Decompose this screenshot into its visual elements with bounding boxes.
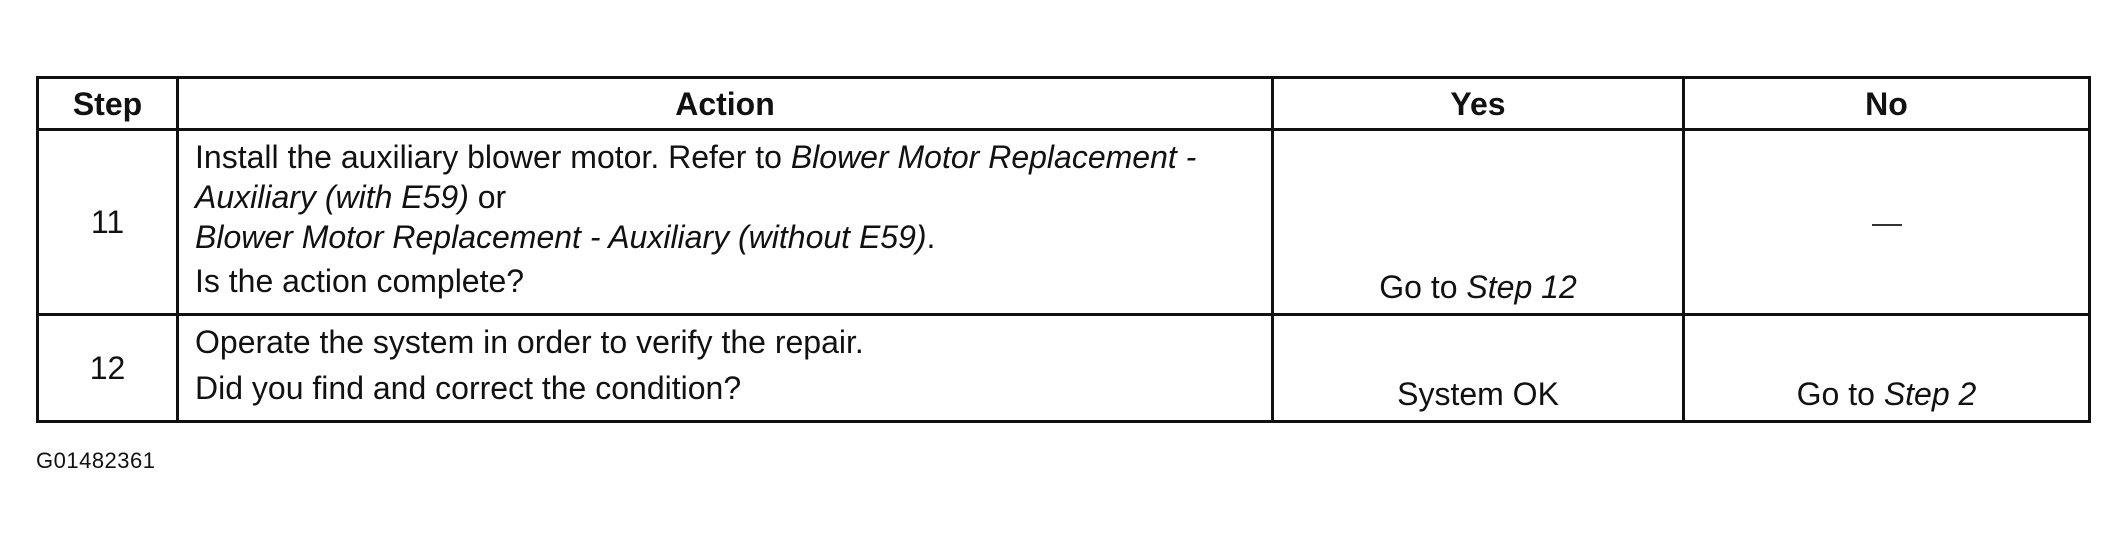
no-cell	[1682, 128, 2091, 316]
action-question: Did you find and correct the condition?	[195, 370, 742, 406]
reference-link-without-e59[interactable]: Blower Motor Replacement - Auxiliary (wi…	[195, 219, 927, 255]
header-no: No	[1682, 76, 2091, 131]
action-text-part: or	[468, 179, 507, 215]
figure-id: G01482361	[36, 448, 156, 473]
step-2-link[interactable]: Step 2	[1883, 376, 1977, 412]
dash-mark	[1871, 223, 1902, 226]
action-text-part: .	[926, 219, 936, 255]
header-action: Action	[176, 76, 1274, 131]
header-row: Step Action Yes No	[36, 76, 2091, 131]
yes-prefix: Go to	[1379, 269, 1467, 305]
step-number: 12	[36, 313, 179, 423]
action-text-part: Install the auxiliary blower motor. Refe…	[195, 139, 791, 175]
action-cell: Operate the system in order to verify th…	[176, 313, 1274, 423]
header-step: Step	[36, 76, 179, 131]
no-cell: Go to Step 2	[1682, 313, 2091, 423]
diagnostic-table: Step Action Yes No 11 Install the auxili…	[36, 76, 2091, 423]
yes-cell: Go to Step 12	[1271, 128, 1685, 316]
step-number: 11	[36, 128, 179, 316]
table-row: 12 Operate the system in order to verify…	[36, 313, 2091, 423]
action-instruction: Install the auxiliary blower motor. Refe…	[195, 137, 1255, 257]
yes-cell: System OK	[1271, 313, 1685, 423]
action-instruction: Operate the system in order to verify th…	[195, 324, 864, 360]
table-row: 11 Install the auxiliary blower motor. R…	[36, 128, 2091, 316]
header-yes: Yes	[1271, 76, 1685, 131]
no-prefix: Go to	[1796, 376, 1884, 412]
action-cell: Install the auxiliary blower motor. Refe…	[176, 128, 1274, 316]
step-12-link[interactable]: Step 12	[1466, 269, 1577, 305]
action-question: Is the action complete?	[195, 263, 525, 299]
reference-link-with-e59[interactable]: Blower Motor Replacement - Auxiliary (wi…	[195, 139, 1197, 215]
